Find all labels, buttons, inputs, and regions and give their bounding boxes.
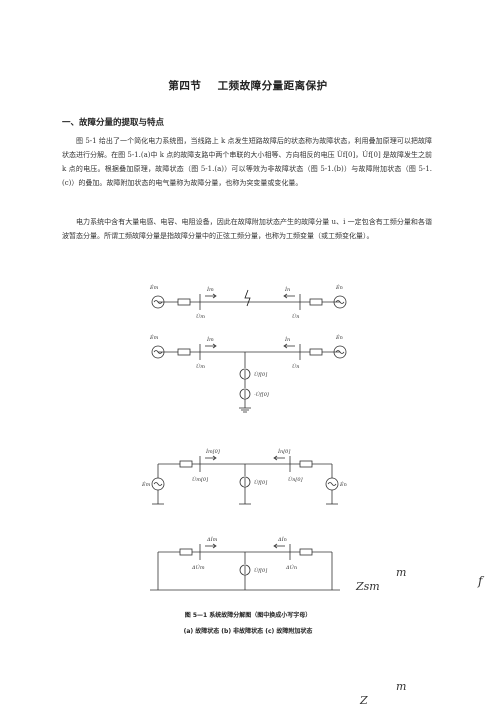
- subsection-heading: 一、故障分量的提取与特点: [62, 118, 165, 128]
- label-em-c: Ėm: [141, 481, 151, 488]
- source-en-a: [333, 295, 347, 309]
- stray-symbol-m2: m: [396, 680, 407, 693]
- label-dun-d: ΔU̇n: [285, 564, 297, 571]
- section-heading: 工频故障分量距离保护: [217, 80, 328, 92]
- label-uf0-d: U̇f[0]: [254, 567, 267, 574]
- impedance-n-a: [309, 298, 323, 306]
- paragraph-1: 图 5-1 给出了一个简化电力系统图，当线路上 k 点发生短路故障后的状态称为故…: [62, 137, 432, 187]
- label-im-a: İm: [206, 286, 214, 293]
- figure-caption: 图 5—1 系统故障分解图（图中换成小写字母）: [184, 612, 312, 619]
- label-en-b: Ėn: [335, 334, 343, 341]
- label-in-b: İn: [284, 336, 290, 343]
- impedance-m-a: [177, 298, 191, 306]
- label-en-a: Ėn: [335, 284, 343, 291]
- label-un-a: U̇n: [292, 313, 299, 320]
- label-un0-c: U̇n[0]: [288, 476, 303, 483]
- label-in-a: İn: [284, 286, 290, 293]
- label-um0-c: U̇m[0]: [192, 476, 208, 483]
- label-dim-d: Δİm: [206, 536, 218, 543]
- label-im0-c: İm[0]: [205, 448, 220, 455]
- label-neg-uf0-b: -U̇f[0]: [254, 391, 269, 398]
- label-dum-d: ΔU̇m: [191, 564, 205, 571]
- figure-subcaption: (a) 故障状态 (b) 非故障状态 (c) 故障附加状态: [183, 628, 313, 635]
- label-din-d: Δİn: [277, 536, 287, 543]
- stray-symbol-f: f: [478, 574, 483, 588]
- source-em-a: [151, 295, 165, 309]
- section-title: 第四节 工频故障分量距离保护: [0, 78, 496, 93]
- label-um-b: U̇m: [196, 363, 205, 370]
- label-uf0-b: U̇f[0]: [254, 371, 267, 378]
- label-em-b: Ėm: [149, 334, 159, 341]
- fault-lightning-icon: [244, 289, 251, 307]
- label-in0-c: İn[0]: [277, 448, 290, 455]
- stray-symbol-z: Z: [360, 694, 368, 707]
- source-em-b: [151, 345, 165, 359]
- label-im-b: İm: [206, 336, 214, 343]
- label-en-c: Ėn: [339, 481, 347, 488]
- label-uf0-c: U̇f[0]: [254, 479, 267, 486]
- source-en-b: [333, 345, 347, 359]
- label-un-b: U̇n: [292, 363, 299, 370]
- label-em-a: Ėm: [149, 284, 159, 291]
- stray-symbol-zsm: Zsm: [356, 580, 380, 593]
- section-number: 第四节: [168, 80, 202, 92]
- label-um-a: U̇m: [196, 313, 205, 320]
- stray-symbol-m1: m: [396, 566, 407, 579]
- paragraph-2: 电力系统中含有大量电感、电容、电阻设备，因此在故障附加状态产生的故障分量 u、i…: [62, 218, 432, 240]
